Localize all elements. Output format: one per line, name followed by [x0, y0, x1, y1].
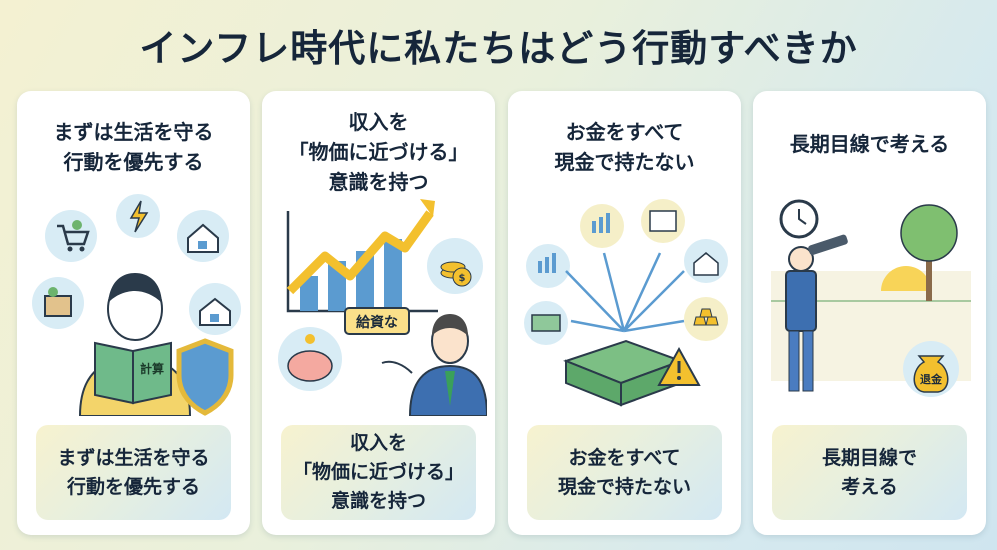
card-summary: お金をすべて 現金で持たない — [527, 425, 722, 520]
grocery-bag-icon — [32, 277, 84, 329]
card-summary: 長期目線で 考える — [772, 425, 967, 520]
card-heading: お金をすべて 現金で持たない — [554, 120, 695, 174]
card-heading: まずは生活を守る 行動を優先する — [53, 120, 214, 174]
stock-chart-icon — [580, 204, 624, 248]
card-raise-income: 収入を 「物価に近づける」 意識を持つ $ 給資な 収入を 「物価に近づける」 … — [262, 91, 495, 535]
lightning-icon — [116, 194, 160, 238]
cash-stack-icon — [563, 339, 684, 407]
banknote-icon — [524, 301, 568, 345]
card-protect-life: まずは生活を守る 行動を優先する 計算 まずは生活を守る 行動を優先する — [17, 91, 250, 535]
arrows-icon — [565, 252, 685, 333]
house-icon — [684, 239, 728, 283]
warning-icon — [657, 346, 701, 386]
gold-bars-icon — [684, 297, 728, 341]
card-summary: 収入を 「物価に近づける」 意識を持つ — [281, 425, 476, 520]
speech-bubble: 給資な — [344, 307, 410, 335]
clock-icon — [779, 199, 819, 239]
house-icon — [177, 210, 229, 262]
long-term-illustration: 退金 — [771, 199, 971, 397]
card-heading: 収入を 「物価に近づける」 意識を持つ — [288, 110, 469, 194]
protect-life-illustration: 計算 — [32, 194, 241, 416]
card-summary: まずは生活を守る 行動を優先する — [36, 425, 231, 520]
trend-up-arrow-icon — [286, 199, 435, 295]
money-bag-icon: 退金 — [903, 341, 959, 397]
certificate-icon — [641, 199, 685, 243]
book-icon: 計算 — [94, 341, 172, 405]
businessman — [381, 314, 487, 416]
svg-text:$: $ — [459, 273, 466, 284]
card-heading: 長期目線で考える — [789, 132, 950, 156]
diversify-illustration — [524, 199, 728, 407]
book-label: 計算 — [140, 361, 164, 376]
shield-icon — [176, 338, 234, 416]
house-icon-2 — [189, 283, 241, 335]
page-title: インフレ時代に私たちはどう行動すべきか — [139, 27, 858, 70]
person-with-telescope — [785, 234, 848, 392]
chart-icon — [526, 244, 570, 288]
card-diversify: お金をすべて 現金で持たない お金をすべて 現金で持たない — [508, 91, 741, 535]
speech-bubble-text: 給資な — [356, 314, 398, 331]
coins-icon: $ — [427, 238, 483, 294]
shopping-cart-icon — [45, 210, 97, 262]
raise-income-illustration: $ 給資な — [278, 199, 487, 416]
sun-icon — [881, 266, 931, 291]
card-long-term: 長期目線で考える 退金 長期目線で 考える — [753, 91, 986, 535]
piggy-bank-icon — [278, 327, 342, 391]
tree-icon — [900, 204, 958, 301]
money-bag-label: 退金 — [920, 372, 943, 386]
